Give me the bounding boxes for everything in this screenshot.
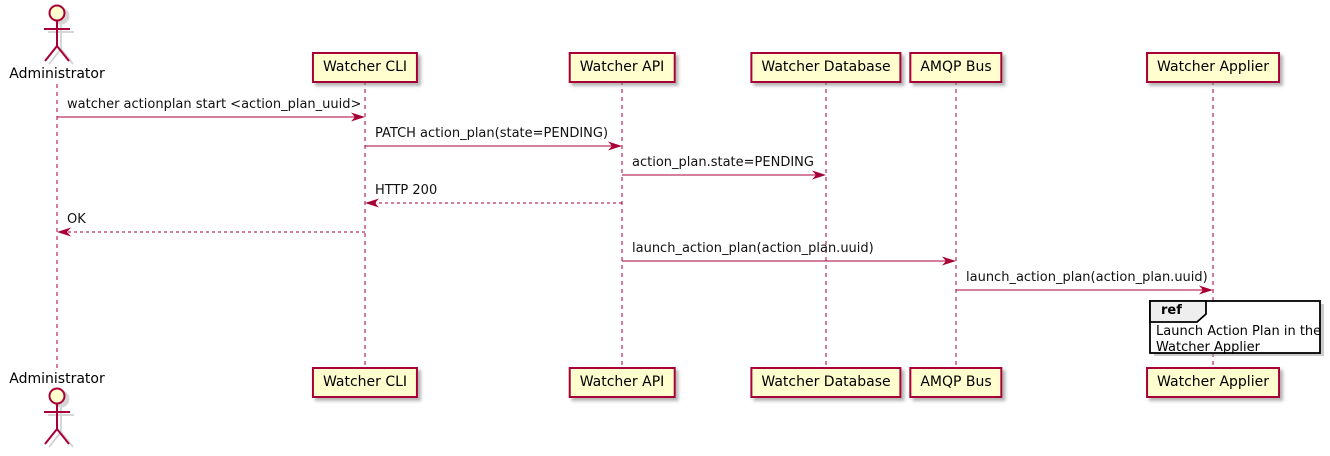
ref-tab <box>1149 300 1207 323</box>
actor-administrator-top-figure <box>44 4 70 62</box>
participant-box-bottom-watcher-api: Watcher API <box>568 367 676 398</box>
participant-box-top-watcher-api: Watcher API <box>568 52 676 83</box>
message-label-1: PATCH action_plan(state=PENDING) <box>375 126 609 141</box>
participant-box-bottom-watcher-database: Watcher Database <box>750 367 902 398</box>
message-arrowhead-5 <box>942 256 956 266</box>
participant-box-top-amqp-bus: AMQP Bus <box>909 52 1003 83</box>
participant-box-top-watcher-database: Watcher Database <box>750 52 902 83</box>
message-label-6: launch_action_plan(action_plan.uuid) <box>966 270 1208 285</box>
participant-box-bottom-amqp-bus: AMQP Bus <box>909 367 1003 398</box>
ref-keyword: ref <box>1161 303 1182 318</box>
ref-body-line-1: Watcher Applier <box>1156 340 1260 355</box>
message-label-4: OK <box>67 212 86 227</box>
participant-box-top-watcher-cli: Watcher CLI <box>311 52 419 83</box>
message-label-0: watcher actionplan start <action_plan_uu… <box>67 97 362 112</box>
actor-administrator-top <box>44 4 74 65</box>
actor-label-administrator-top: Administrator <box>9 66 105 82</box>
participant-box-bottom-watcher-cli: Watcher CLI <box>311 367 419 398</box>
actor-label-administrator-bottom: Administrator <box>9 371 105 387</box>
actor-administrator-bottom-figure <box>44 387 70 445</box>
participant-box-top-watcher-applier: Watcher Applier <box>1146 52 1280 83</box>
message-arrowhead-3 <box>365 198 379 208</box>
message-arrowhead-0 <box>351 112 365 122</box>
ref-body-line-0: Launch Action Plan in the <box>1156 324 1322 339</box>
actor-administrator-bottom <box>44 387 74 448</box>
message-arrowhead-6 <box>1199 285 1213 295</box>
message-arrowhead-2 <box>812 170 826 180</box>
message-label-3: HTTP 200 <box>375 183 438 198</box>
message-arrowhead-4 <box>57 227 71 237</box>
message-arrowhead-1 <box>608 141 622 151</box>
participant-box-bottom-watcher-applier: Watcher Applier <box>1146 367 1280 398</box>
message-label-5: launch_action_plan(action_plan.uuid) <box>632 241 874 256</box>
message-label-2: action_plan.state=PENDING <box>632 155 814 170</box>
